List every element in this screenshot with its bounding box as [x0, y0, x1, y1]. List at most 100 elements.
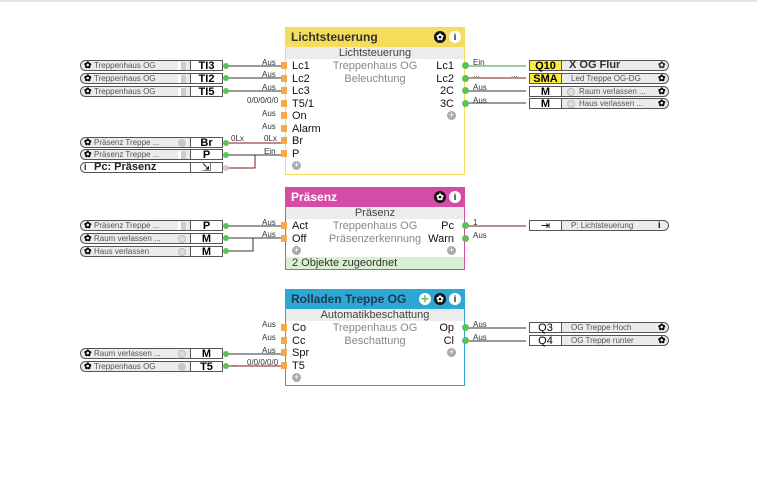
output-pin-label[interactable]: Pc [441, 220, 454, 232]
info-icon[interactable]: i [658, 220, 661, 230]
block-rolladen[interactable]: Rolladen Treppe OG ✛✿i Automatikbeschatt… [281, 289, 469, 386]
input-ref[interactable]: ✿Treppenhaus OG TI2 [80, 73, 223, 85]
input-connector[interactable] [281, 112, 287, 119]
assigned-objects-footer[interactable]: 2 Objekte zugeordnet [286, 257, 464, 269]
output-pin-label[interactable]: 3C [439, 97, 454, 110]
output-connector[interactable] [462, 336, 469, 344]
block-lichtsteuerung[interactable]: Lichtsteuerung ✿i Lichtsteuerung Treppen… [281, 27, 469, 175]
input-connector[interactable] [281, 87, 287, 94]
output-connector[interactable] [462, 222, 469, 229]
gear-icon[interactable]: ✿ [658, 98, 666, 108]
gear-icon[interactable]: ✿ [658, 322, 666, 332]
input-ref[interactable]: ✿Raum verlassen ... M [80, 233, 223, 245]
input-ref[interactable]: ✿Treppenhaus OG T5 [80, 361, 223, 373]
add-input-icon[interactable]: + [292, 160, 301, 170]
input-pin-label[interactable]: Alarm [292, 122, 321, 135]
output-pin-label[interactable]: Lc2 [436, 72, 454, 85]
input-ref[interactable]: ✿Haus verlassen M [80, 246, 223, 258]
gear-icon[interactable]: ✿ [84, 73, 92, 83]
output-pin-label[interactable]: Cl [443, 334, 454, 347]
input-pin-label[interactable]: Lc2 [292, 72, 310, 85]
input-connector[interactable] [281, 99, 287, 107]
block-header[interactable]: Präsenz ✿i [286, 188, 464, 207]
output-pin-label[interactable]: Lc1 [436, 60, 454, 72]
input-ref[interactable]: ✿Treppenhaus OG TI5 [80, 86, 223, 98]
add-output-icon[interactable]: + [447, 347, 456, 357]
output-connector[interactable] [462, 324, 469, 331]
input-connector[interactable] [281, 222, 287, 229]
input-connector[interactable] [281, 149, 287, 157]
add-input-icon[interactable]: + [292, 245, 301, 255]
input-pin-label[interactable]: Co [292, 322, 307, 334]
output-pin-label[interactable]: Warn [428, 232, 454, 245]
output-ref[interactable]: Q4 OG Treppe runter✿ [529, 335, 669, 347]
gear-icon[interactable]: ✿ [434, 31, 446, 43]
output-connector[interactable] [462, 234, 469, 242]
gear-icon[interactable]: ✿ [84, 361, 92, 371]
output-connector[interactable] [462, 87, 469, 94]
output-connector[interactable] [462, 74, 469, 82]
input-connector[interactable] [281, 124, 287, 132]
gear-icon[interactable]: ✿ [434, 191, 446, 203]
output-ref[interactable]: M Haus verlassen ...✿ [529, 98, 669, 110]
info-icon[interactable]: i [449, 31, 461, 43]
input-ref[interactable]: ✿Präsenz Treppe ... P [80, 220, 223, 232]
move-icon[interactable]: ✛ [419, 293, 431, 305]
input-pin-label[interactable]: On [292, 110, 307, 122]
input-pin-label[interactable]: Act [292, 220, 308, 232]
info-icon[interactable]: i [84, 162, 87, 172]
output-ref[interactable]: M Raum verlassen ...✿ [529, 86, 669, 98]
gear-icon[interactable]: ✿ [84, 348, 92, 358]
input-connector[interactable] [281, 74, 287, 82]
output-ref[interactable]: Q3 OG Treppe Hoch✿ [529, 322, 669, 334]
gear-icon[interactable]: ✿ [84, 246, 92, 256]
gear-icon[interactable]: ✿ [658, 73, 666, 83]
info-icon[interactable]: i [449, 191, 461, 203]
output-pin-label[interactable]: Op [439, 322, 454, 334]
input-connector[interactable] [281, 62, 287, 69]
input-connector[interactable] [281, 349, 287, 356]
input-connector[interactable] [281, 336, 287, 344]
input-pin-label[interactable]: Spr [292, 347, 310, 359]
add-output-icon[interactable]: + [447, 245, 456, 255]
gear-icon[interactable]: ✿ [84, 233, 92, 243]
input-connector[interactable] [281, 324, 287, 331]
input-pin-label[interactable]: Br [292, 135, 303, 147]
input-pin-label[interactable]: Cc [292, 334, 306, 347]
input-pin-label[interactable]: T5 [292, 359, 305, 372]
block-praesenz[interactable]: Präsenz ✿i Präsenz Treppenhaus OG Präsen… [281, 187, 469, 270]
input-ref[interactable]: ✿Treppenhaus OG TI3 [80, 60, 223, 72]
input-connector[interactable] [281, 361, 287, 369]
input-ref[interactable]: ✿Raum verlassen ... M [80, 348, 223, 360]
gear-icon[interactable]: ✿ [84, 149, 92, 159]
gear-icon[interactable]: ✿ [84, 86, 92, 96]
output-connector[interactable] [462, 62, 469, 69]
info-icon[interactable]: i [449, 293, 461, 305]
output-ref[interactable]: SMA Led Treppe OG-DG✿ [529, 73, 669, 85]
gear-icon[interactable]: ✿ [84, 60, 92, 70]
gear-icon[interactable]: ✿ [658, 86, 666, 96]
input-pin-label[interactable]: Lc1 [292, 60, 310, 72]
gear-icon[interactable]: ✿ [658, 60, 666, 70]
output-ref[interactable]: Q10 X OG Flur✿ [529, 60, 669, 72]
block-header[interactable]: Lichtsteuerung ✿i [286, 28, 464, 47]
output-connector[interactable] [462, 99, 469, 107]
input-ref[interactable]: ✿Präsenz Treppe ... P [80, 149, 223, 161]
input-pin-label[interactable]: T5/1 [292, 97, 315, 110]
gear-icon[interactable]: ✿ [434, 293, 446, 305]
output-pin-label[interactable]: 2C [439, 85, 454, 97]
gear-icon[interactable]: ✿ [658, 335, 666, 345]
add-output-icon[interactable]: + [447, 110, 456, 120]
add-input-icon[interactable]: + [292, 372, 301, 382]
input-pin-label[interactable]: P [292, 147, 300, 160]
gear-icon[interactable]: ✿ [84, 220, 92, 230]
input-connector[interactable] [281, 234, 287, 242]
gear-icon[interactable]: ✿ [84, 137, 92, 147]
input-ref[interactable]: ✿Präsenz Treppe ... Br [80, 137, 223, 149]
input-pin-label[interactable]: Off [292, 232, 307, 245]
input-pin-label[interactable]: Lc3 [292, 85, 310, 97]
block-header[interactable]: Rolladen Treppe OG ✛✿i [286, 290, 464, 309]
input-connector[interactable] [281, 137, 287, 144]
